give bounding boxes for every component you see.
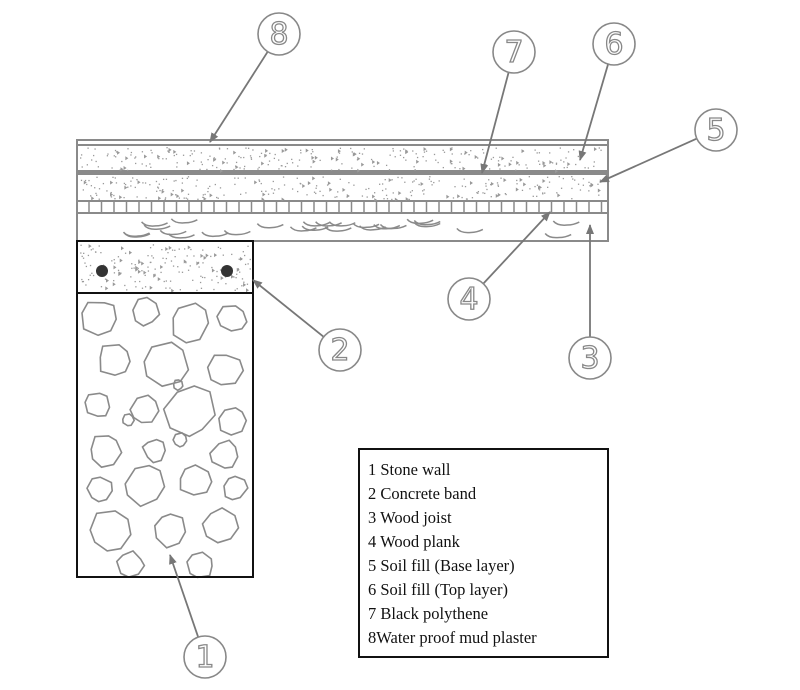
stone: [162, 385, 216, 438]
leader-arrow: [578, 63, 609, 161]
rebar: [221, 265, 233, 277]
leader-arrow: [482, 211, 551, 285]
stone: [186, 551, 213, 579]
stone: [129, 394, 160, 424]
leader-arrow: [169, 554, 200, 638]
callout-1: 1: [169, 554, 227, 679]
legend-box: 1 Stone wall 2 Concrete band 3 Wood jois…: [358, 448, 609, 658]
stone: [201, 506, 240, 544]
legend-item: 8Water proof mud plaster: [368, 628, 537, 647]
wood-joist: [76, 212, 609, 242]
callout-number: 6: [604, 27, 623, 62]
stone: [216, 305, 248, 332]
soil-fill-base: [76, 173, 609, 202]
stone-wall: [76, 292, 254, 578]
callout-6: 6: [578, 22, 636, 161]
callout-8: 8: [209, 12, 301, 143]
stone: [99, 343, 131, 377]
stone: [209, 439, 239, 469]
legend-item: 3 Wood joist: [368, 508, 452, 527]
legend-item: 7 Black polythene: [368, 604, 489, 623]
stone: [172, 379, 184, 392]
soil-fill-top: [76, 144, 609, 173]
callout-7: 7: [480, 30, 536, 174]
rebar: [96, 265, 108, 277]
legend-item: 6 Soil fill (Top layer): [368, 580, 508, 599]
callout-circle: [492, 30, 536, 74]
stone: [179, 464, 213, 496]
callout-4: 4: [447, 211, 551, 321]
stone: [153, 513, 187, 549]
callout-number: 8: [269, 17, 288, 52]
stone: [121, 413, 136, 427]
legend-item: 2 Concrete band: [368, 484, 477, 503]
callout-3: 3: [568, 224, 612, 380]
callout-circle: [447, 277, 491, 321]
stone: [81, 301, 118, 337]
callout-circle: [694, 108, 738, 152]
callout-number: 1: [195, 640, 214, 675]
callout-circle: [592, 22, 636, 66]
callout-number: 5: [706, 113, 725, 148]
callout-2: 2: [252, 279, 362, 372]
stone: [89, 510, 132, 552]
stone: [141, 438, 167, 464]
legend-item: 4 Wood plank: [368, 532, 460, 551]
callout-number: 4: [459, 282, 478, 317]
stone: [124, 464, 166, 508]
leader-arrow: [480, 72, 510, 174]
stone: [115, 549, 146, 578]
stone: [90, 435, 123, 469]
stone: [206, 354, 245, 386]
leader-arrow: [252, 279, 325, 338]
wood-plank: [76, 200, 609, 214]
leader-arrow: [209, 51, 269, 143]
stone: [84, 392, 111, 418]
stone: [132, 296, 161, 327]
callout-circle: [183, 635, 227, 679]
callout-number: 3: [580, 341, 599, 376]
callout-circle: [257, 12, 301, 56]
callout-5: 5: [599, 108, 738, 183]
stone: [218, 406, 248, 436]
stone: [172, 431, 188, 448]
legend-item: 5 Soil fill (Base layer): [368, 556, 515, 575]
callout-circle: [568, 336, 612, 380]
stone: [143, 341, 190, 388]
leader-arrow: [599, 137, 698, 183]
callout-circle: [318, 328, 362, 372]
stone: [172, 302, 210, 344]
legend-item: 1 Stone wall: [368, 460, 451, 479]
stone: [223, 475, 249, 501]
callout-number: 2: [330, 333, 349, 368]
stone: [86, 476, 114, 503]
callout-number: 7: [504, 35, 523, 70]
